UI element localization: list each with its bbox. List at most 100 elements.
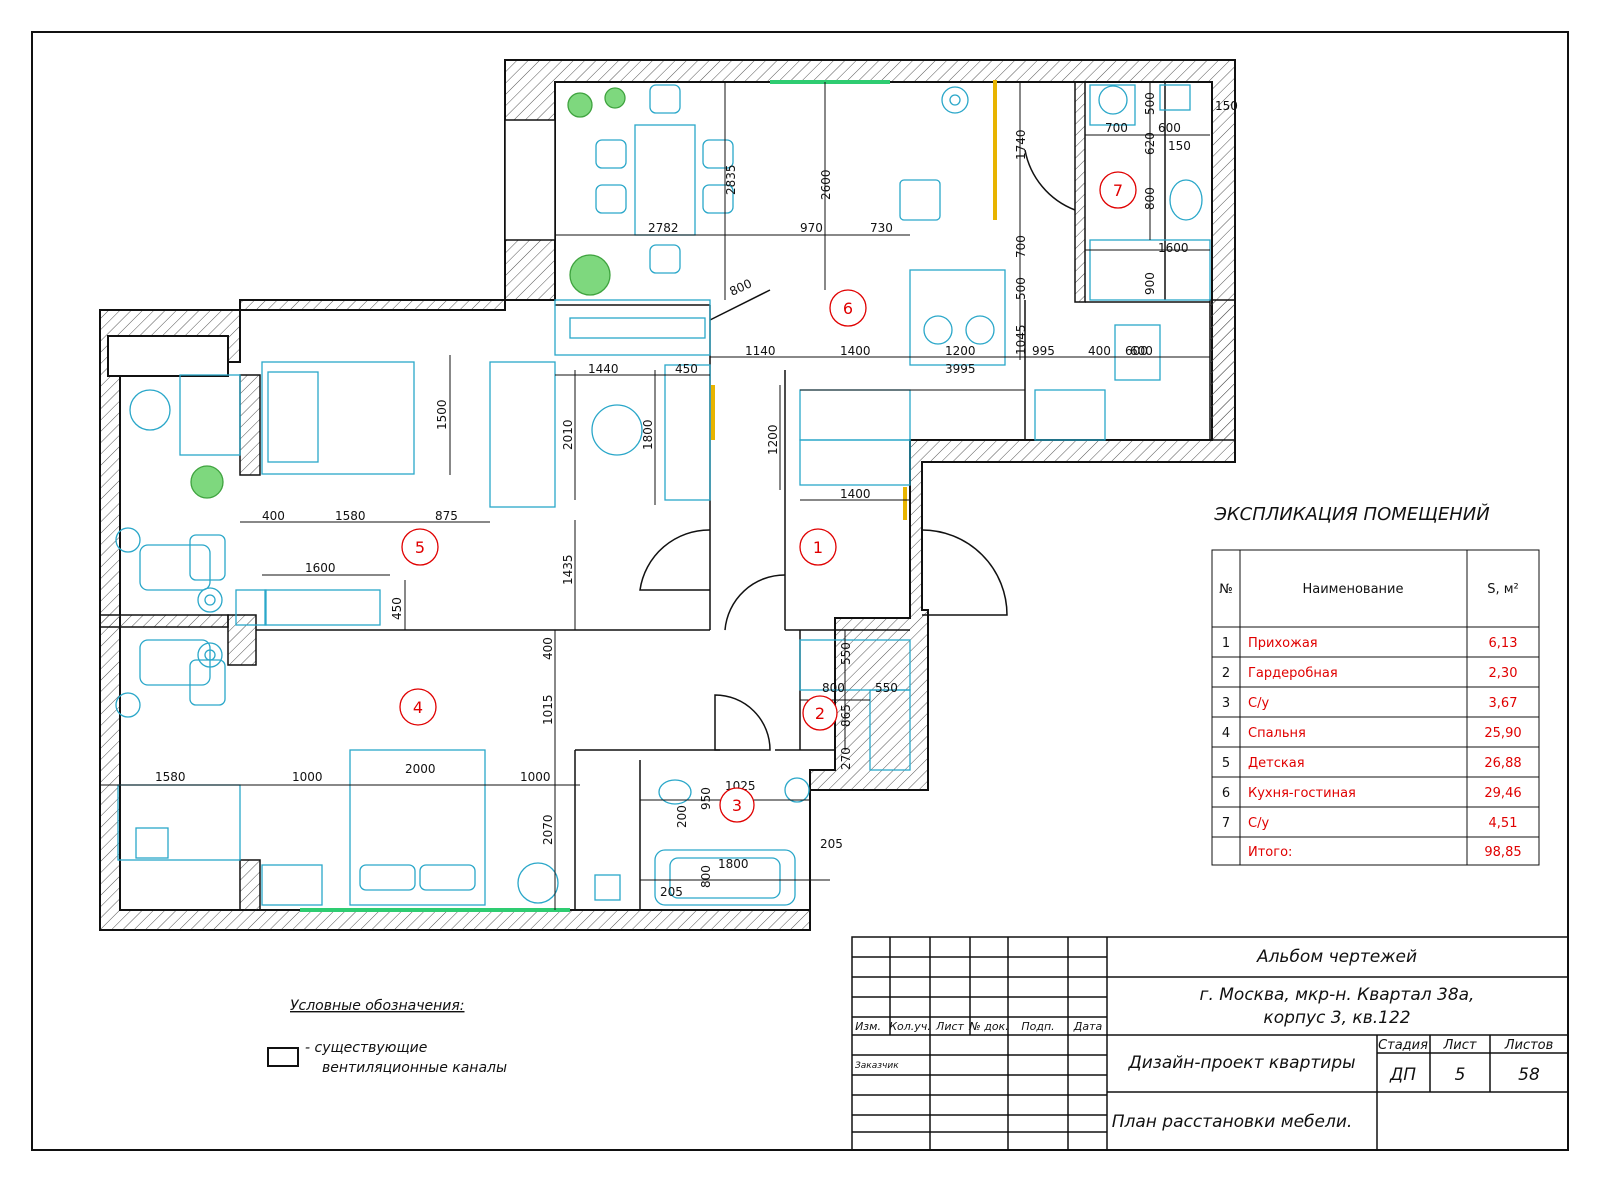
sheets-label: Листов [1504,1038,1554,1053]
row-area: 6,13 [1489,636,1518,651]
bathtub [654,849,796,906]
room-marker-3: 3 [732,796,742,815]
legend-title: Условные обозначения: [290,998,464,1014]
sheet-title: План расстановки мебели. [1112,1112,1353,1132]
row-area: 29,46 [1484,786,1521,801]
row-num: 2 [1222,666,1230,681]
room-marker-1: 1 [813,538,823,557]
explication-header-num: № [1219,582,1233,597]
dim-600c: 600 [1130,344,1153,358]
vent-channel [107,335,229,377]
dim-1500: 1500 [435,399,449,430]
row-name: Гардеробная [1248,666,1338,681]
col-data: Дата [1073,1020,1103,1033]
dim-2835: 2835 [724,164,738,195]
dim-1600a: 1600 [1158,241,1189,255]
door-openings [711,80,997,520]
dim-800c: 800 [822,681,845,695]
room-marker-4: 4 [413,698,423,717]
col-koluch: Кол.уч. [889,1020,931,1033]
row-name: Кухня-гостиная [1248,786,1356,801]
total-area: 98,85 [1484,845,1521,860]
dim-1000a: 1000 [292,770,323,784]
col-ndok: № док. [968,1020,1008,1033]
row-num: 3 [1222,696,1230,711]
windows [300,80,890,912]
row-area: 2,30 [1489,666,1518,681]
row-area: 25,90 [1484,726,1521,741]
customer-label: Заказчик [855,1061,899,1071]
room-markers: 1 2 3 4 5 6 7 [399,171,1137,823]
row-name: Прихожая [1248,636,1318,651]
sheet-frame [31,31,1569,1151]
address-line2: корпус 3, кв.122 [1263,1008,1410,1028]
dim-500b: 500 [1143,92,1157,115]
dining-table [634,124,696,236]
dim-1045: 1045 [1014,324,1028,355]
dim-950: 950 [699,787,713,810]
explication: ЭКСПЛИКАЦИЯ ПОМЕЩЕНИЙ № Наименование S, … [1211,503,1540,866]
doors [639,149,1076,751]
row-num: 6 [1222,786,1230,801]
dim-3995: 3995 [945,362,976,376]
row-area: 26,88 [1484,756,1521,771]
dim-995: 995 [1032,344,1055,358]
dim-2000: 2000 [405,762,436,776]
dim-205a: 205 [820,837,843,851]
dim-800b: 800 [1143,187,1157,210]
title-block: Изм. Кол.уч. Лист № док. Подп. Дата Зака… [851,936,1569,1151]
room-marker-6: 6 [843,299,853,318]
dim-1200b: 1200 [766,424,780,455]
row-num: 1 [1222,636,1230,651]
explication-header-name: Наименование [1302,582,1403,597]
row-name: С/у [1248,816,1269,831]
dim-205b: 205 [660,885,683,899]
kids-bed [261,361,415,475]
legend-line1: - существующие [305,1040,427,1056]
dim-1200a: 1200 [945,344,976,358]
dim-1800b: 1800 [718,857,749,871]
dim-500a: 500 [1014,277,1028,300]
explication-title: ЭКСПЛИКАЦИЯ ПОМЕЩЕНИЙ [1213,503,1489,525]
dim-400a: 400 [1088,344,1111,358]
dim-865: 865 [839,704,853,727]
row-name: С/у [1248,696,1269,711]
dimension-labels: 2782 2835 2600 970 730 800 1740 700 500 … [155,92,1238,899]
dim-2010: 2010 [561,419,575,450]
dim-150a: 150 [1215,99,1238,113]
dim-200: 200 [675,805,689,828]
dim-1580b: 1580 [155,770,186,784]
dim-970: 970 [800,221,823,235]
legend-line2: вентиляционные каналы [322,1060,507,1076]
legend: Условные обозначения: - существующие вен… [267,998,507,1076]
double-bed [349,749,486,906]
row-name: Детская [1248,756,1305,771]
dim-700a: 700 [1014,235,1028,258]
dim-1800a: 1800 [641,419,655,450]
dim-1140: 1140 [745,344,776,358]
dim-1740: 1740 [1014,129,1028,160]
row-area: 4,51 [1489,816,1518,831]
row-num: 5 [1222,756,1230,771]
dim-550a: 550 [839,642,853,665]
dim-450b: 450 [390,597,404,620]
dim-600a: 600 [1158,121,1181,135]
stage-value: ДП [1389,1065,1416,1085]
row-area: 3,67 [1489,696,1518,711]
dim-1400b: 1400 [840,487,871,501]
dim-550b: 550 [875,681,898,695]
room-marker-7: 7 [1113,181,1123,200]
dim-875: 875 [435,509,458,523]
address-line1: г. Москва, мкр-н. Квартал 38а, [1200,985,1475,1005]
interior-walls [99,81,1236,911]
explication-header-area: S, м² [1487,582,1519,597]
sheets-value: 58 [1518,1065,1540,1085]
dim-620: 620 [1143,132,1157,155]
plants [190,87,626,499]
vent-channel-icon [267,1047,299,1067]
dim-800a: 800 [727,276,754,298]
dim-700b: 700 [1105,121,1128,135]
col-podp: Подп. [1021,1020,1054,1033]
dim-1600b: 1600 [305,561,336,575]
